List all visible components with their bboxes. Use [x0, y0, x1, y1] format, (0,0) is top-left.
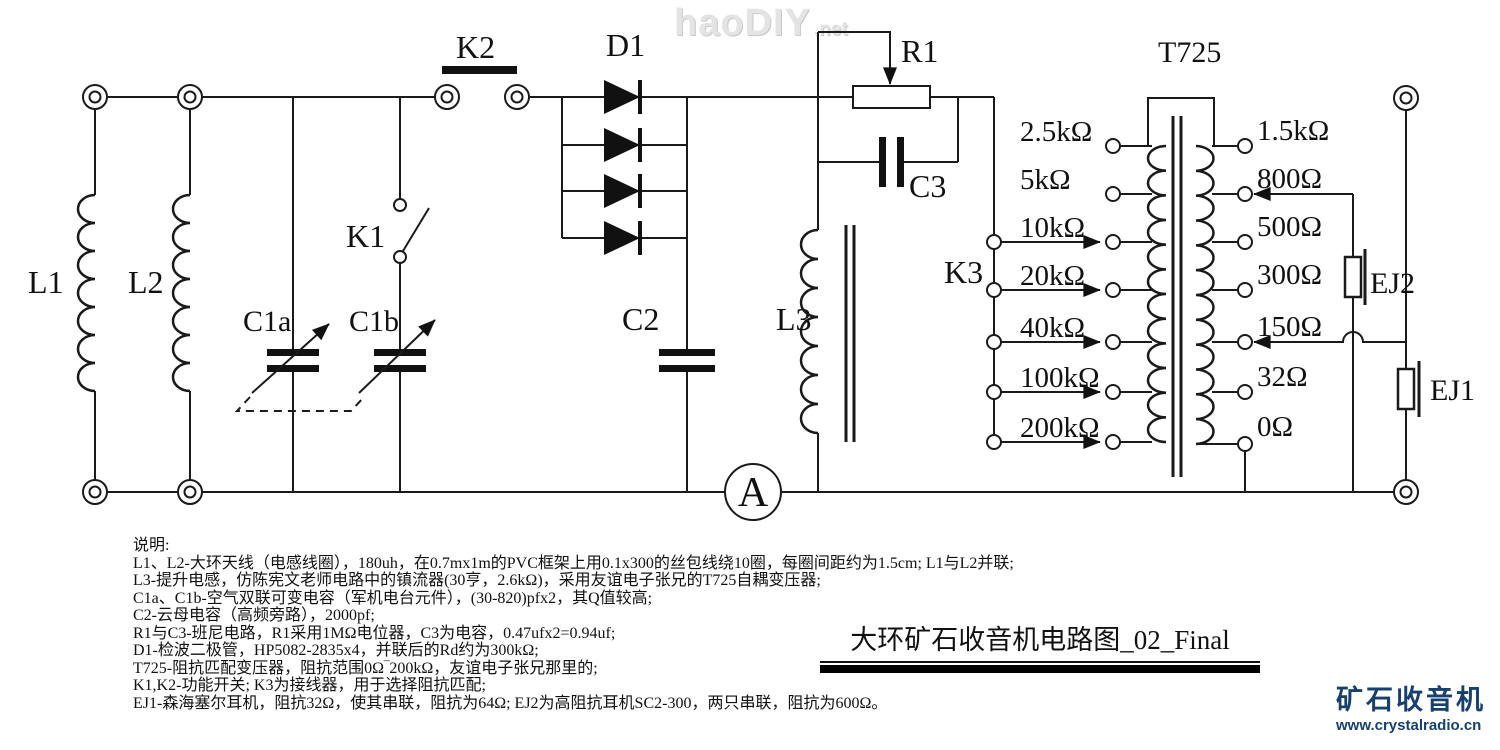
- d1-label: D1: [606, 27, 645, 63]
- l2-label: L2: [128, 264, 164, 300]
- note-line: C1a、C1b-空气双联可变电容（军机电台元件），(30-820)pfx2，其Q…: [133, 589, 653, 607]
- variable-capacitor-c1a: [251, 323, 330, 394]
- secondary-tap-label: 300Ω: [1257, 259, 1322, 291]
- ammeter-label: A: [738, 470, 769, 516]
- primary-tap-label: 200kΩ: [1020, 412, 1100, 444]
- ej2-label: EJ2: [1370, 267, 1415, 300]
- diode-bank-d1: [604, 80, 642, 255]
- switch-k1: [393, 198, 430, 264]
- k3-label: K3: [944, 254, 983, 290]
- primary-tap-label: 20kΩ: [1020, 260, 1085, 292]
- watermark-crystalradio: 矿石收音机 www.crystalradio.cn: [1336, 685, 1486, 734]
- c2-label: C2: [622, 301, 659, 337]
- c1a-label: C1a: [243, 305, 291, 338]
- ej1-label: EJ1: [1430, 374, 1475, 407]
- earphone-ej1: [1253, 331, 1421, 417]
- binding-post-terminals: [82, 84, 1419, 505]
- connector-k3-bus: [986, 234, 1101, 450]
- secondary-tap-label: 500Ω: [1257, 211, 1322, 243]
- note-line: L3-提升电感，仿陈宪文老师电路中的镇流器(30亨，2.6kΩ)，采用友谊电子张…: [133, 572, 821, 589]
- l1-label: L1: [28, 264, 64, 300]
- wiring: [94, 31, 1407, 493]
- schematic-title: 大环矿石收音机电路图_02_Final: [850, 625, 1230, 655]
- primary-tap-label: 10kΩ: [1020, 212, 1085, 244]
- watermark-site-name: 矿石收音机: [1336, 685, 1486, 715]
- watermark-haodiy-main: haoDIY: [674, 2, 811, 44]
- note-line: C2-云母电容（高频旁路），2000pf;: [133, 607, 375, 624]
- k1-label: K1: [346, 218, 385, 254]
- secondary-tap-label: 150Ω: [1257, 311, 1322, 343]
- watermark-haodiy-suffix: .net: [813, 19, 848, 40]
- transformer-t725: [1105, 97, 1253, 477]
- t725-label: T725: [1158, 36, 1221, 69]
- k2-label: K2: [456, 29, 495, 65]
- watermark-site-url: www.crystalradio.cn: [1336, 716, 1482, 734]
- title-underline-thick: [820, 665, 1260, 673]
- primary-tap-label: 100kΩ: [1020, 362, 1100, 394]
- capacitor-c2: [659, 349, 715, 372]
- note-line: R1与C3-班尼电路，R1采用1MΩ电位器，C3为电容，0.47ufx2=0.9…: [133, 624, 616, 642]
- variable-capacitor-c1b: [358, 319, 436, 394]
- earphone-ej2: [1253, 187, 1367, 305]
- secondary-tap-label: 800Ω: [1257, 163, 1322, 195]
- notes-heading: 说明:: [133, 537, 170, 554]
- inductor-l3: [799, 225, 856, 442]
- primary-tap-labels: 2.5kΩ 5kΩ 10kΩ 20kΩ 40kΩ 100kΩ 200kΩ: [1020, 116, 1100, 444]
- capacitor-c3: [879, 137, 904, 187]
- secondary-tap-labels: 1.5kΩ 800Ω 500Ω 300Ω 150Ω 32Ω 0Ω: [1257, 115, 1329, 443]
- primary-tap-label: 40kΩ: [1020, 312, 1085, 344]
- primary-tap-label: 2.5kΩ: [1020, 116, 1092, 148]
- connector-k2-bar: [442, 66, 517, 74]
- primary-tap-label: 5kΩ: [1020, 164, 1071, 196]
- note-line: L1、L2-大环天线（电感线圈），180uh，在0.7mx1m的PVC框架上用0…: [133, 554, 1014, 572]
- gang-link-dashed: [234, 396, 365, 412]
- inductor-l1: [76, 193, 96, 393]
- notes-block: 说明: L1、L2-大环天线（电感线圈），180uh，在0.7mx1m的PVC框…: [133, 537, 1014, 712]
- inductor-l2: [171, 193, 191, 393]
- secondary-tap-label: 32Ω: [1257, 361, 1308, 393]
- note-line: EJ1-森海塞尔耳机，阻抗32Ω，使其串联，阻抗为64Ω; EJ2为高阻抗耳机S…: [133, 694, 888, 712]
- title-block: 大环矿石收音机电路图_02_Final: [820, 618, 1260, 673]
- title-underline-thin: [820, 661, 1260, 663]
- r1-label: R1: [901, 33, 938, 69]
- l3-label: L3: [776, 301, 812, 337]
- c1b-label: C1b: [349, 305, 399, 338]
- note-line: T725-阻抗匹配变压器，阻抗范围0Ω‾200kΩ，友谊电子张兄那里的;: [133, 659, 598, 677]
- c3-label: C3: [909, 168, 946, 204]
- note-line: D1-检波二极管，HP5082-2835x4，并联后的Rd约为300kΩ;: [133, 642, 539, 659]
- secondary-tap-label: 0Ω: [1257, 411, 1293, 443]
- secondary-tap-label: 1.5kΩ: [1257, 115, 1329, 147]
- note-line: K1,K2-功能开关; K3为接线器，用于选择阻抗匹配;: [133, 677, 486, 694]
- potentiometer-r1: [852, 62, 931, 109]
- watermark-haodiy: haoDIY .net: [674, 2, 848, 45]
- ammeter: [724, 463, 782, 521]
